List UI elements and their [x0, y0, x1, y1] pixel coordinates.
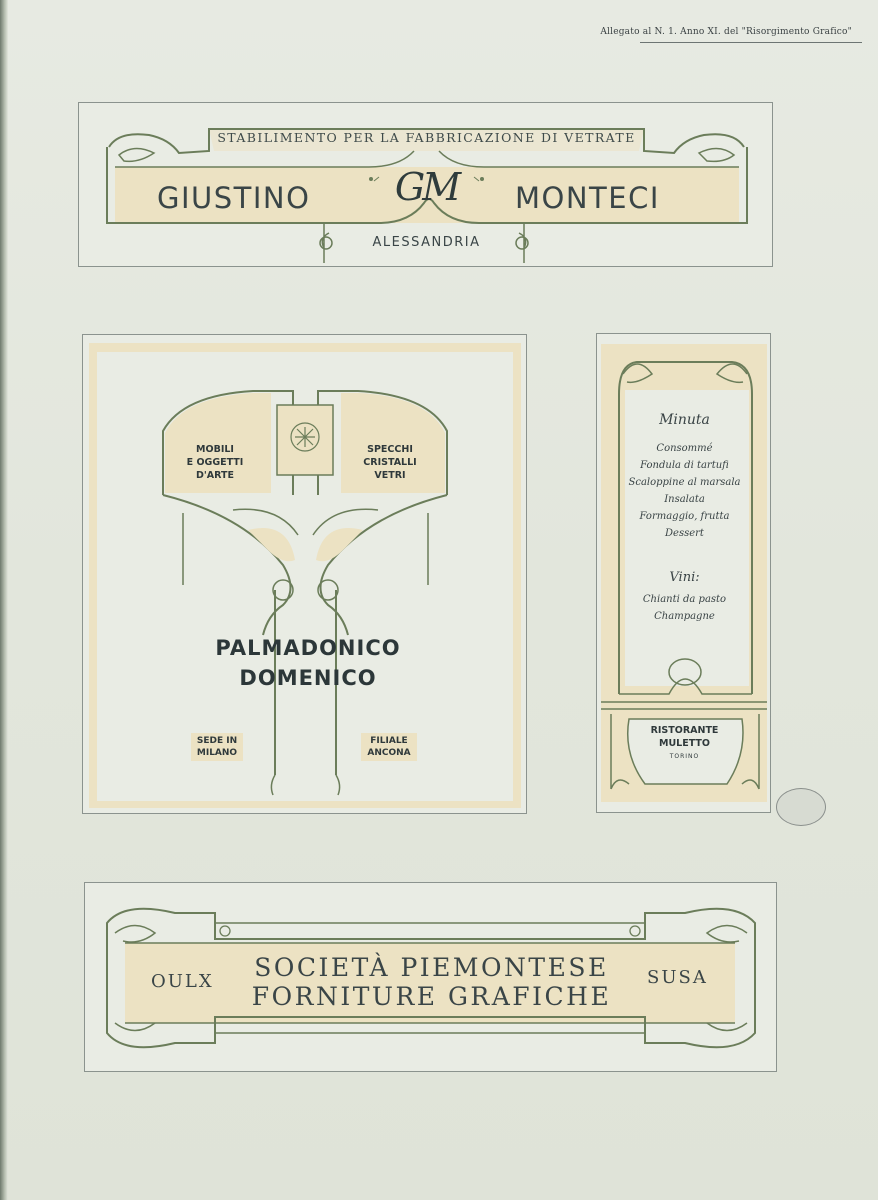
menu-dish: Fondula di tartufi: [640, 460, 729, 471]
monteci-last-name: MONTECI: [515, 181, 660, 215]
seat-line: MILANO: [196, 748, 238, 758]
panel-societa: OULX SUSA SOCIETÀ PIEMONTESE FORNITURE G…: [84, 882, 777, 1072]
societa-line-1: SOCIETÀ PIEMONTESE: [254, 953, 609, 982]
menu-dish: Scaloppine al marsala: [628, 477, 741, 488]
book-spine: [0, 0, 8, 1200]
menu-title: Minuta: [659, 412, 710, 428]
menu-dish: Insalata: [664, 494, 705, 505]
monteci-city: ALESSANDRIA: [372, 235, 481, 250]
panel-monteci: STABILIMENTO PER LA FABBRICAZIONE DI VET…: [78, 102, 773, 267]
library-stamp: [776, 788, 826, 826]
menu-wine: Chianti da pasto: [642, 594, 727, 605]
wines-title: Vini:: [669, 570, 700, 585]
monteci-ornament: [106, 128, 748, 263]
menu-ornament: [601, 344, 767, 802]
restaurant-name: RISTORANTE MULETTO TORINO: [627, 724, 742, 763]
header-rule: [640, 42, 862, 43]
left-tag-line: MOBILI: [196, 444, 234, 455]
panel-menu: Minuta Consommé Fondula di tartufi Scalo…: [596, 333, 771, 813]
restaurant-line: RISTORANTE: [650, 725, 719, 736]
palmadonico-ornament: [89, 343, 521, 808]
right-tag-line: VETRI: [374, 470, 406, 481]
menu-card: Minuta Consommé Fondula di tartufi Scalo…: [617, 412, 752, 625]
palmadonico-right-tag: SPECCHI CRISTALLI VETRI: [350, 443, 430, 482]
panel-palmadonico: MOBILI E OGGETTI D'ARTE SPECCHI CRISTALL…: [82, 334, 527, 814]
header-note: Allegato al N. 1. Anno XI. del "Risorgim…: [600, 27, 852, 37]
societa-line-2: FORNITURE GRAFICHE: [251, 982, 612, 1011]
branch-line: ANCONA: [367, 748, 411, 758]
menu-dish: Formaggio, frutta: [639, 511, 730, 522]
branch-tag: FILIALE ANCONA: [361, 733, 417, 761]
palmadonico-left-tag: MOBILI E OGGETTI D'ARTE: [175, 443, 255, 482]
monteci-first-name: GIUSTINO: [157, 181, 311, 215]
seat-tag: SEDE IN MILANO: [191, 733, 243, 761]
societa-left: OULX: [151, 971, 214, 992]
societa-ornament: [106, 907, 756, 1049]
societa-right: SUSA: [647, 967, 708, 988]
branch-line: FILIALE: [370, 736, 408, 746]
menu-dish: Dessert: [665, 528, 704, 539]
right-tag-line: CRISTALLI: [363, 457, 417, 468]
menu-dish: Consommé: [656, 443, 713, 454]
restaurant-city: TORINO: [669, 753, 700, 760]
seat-line: SEDE IN: [196, 736, 238, 746]
title-line-2: DOMENICO: [239, 666, 377, 690]
right-tag-line: SPECCHI: [367, 444, 413, 455]
title-line-1: PALMADONICO: [215, 636, 401, 660]
menu-wine: Champagne: [654, 611, 715, 622]
left-tag-line: D'ARTE: [195, 470, 234, 481]
palmadonico-title: PALMADONICO DOMENICO: [143, 633, 473, 693]
monteci-monogram: GM: [394, 165, 461, 209]
restaurant-line: MULETTO: [659, 738, 710, 749]
monteci-tagline: STABILIMENTO PER LA FABBRICAZIONE DI VET…: [217, 130, 636, 145]
left-tag-line: E OGGETTI: [186, 457, 244, 468]
